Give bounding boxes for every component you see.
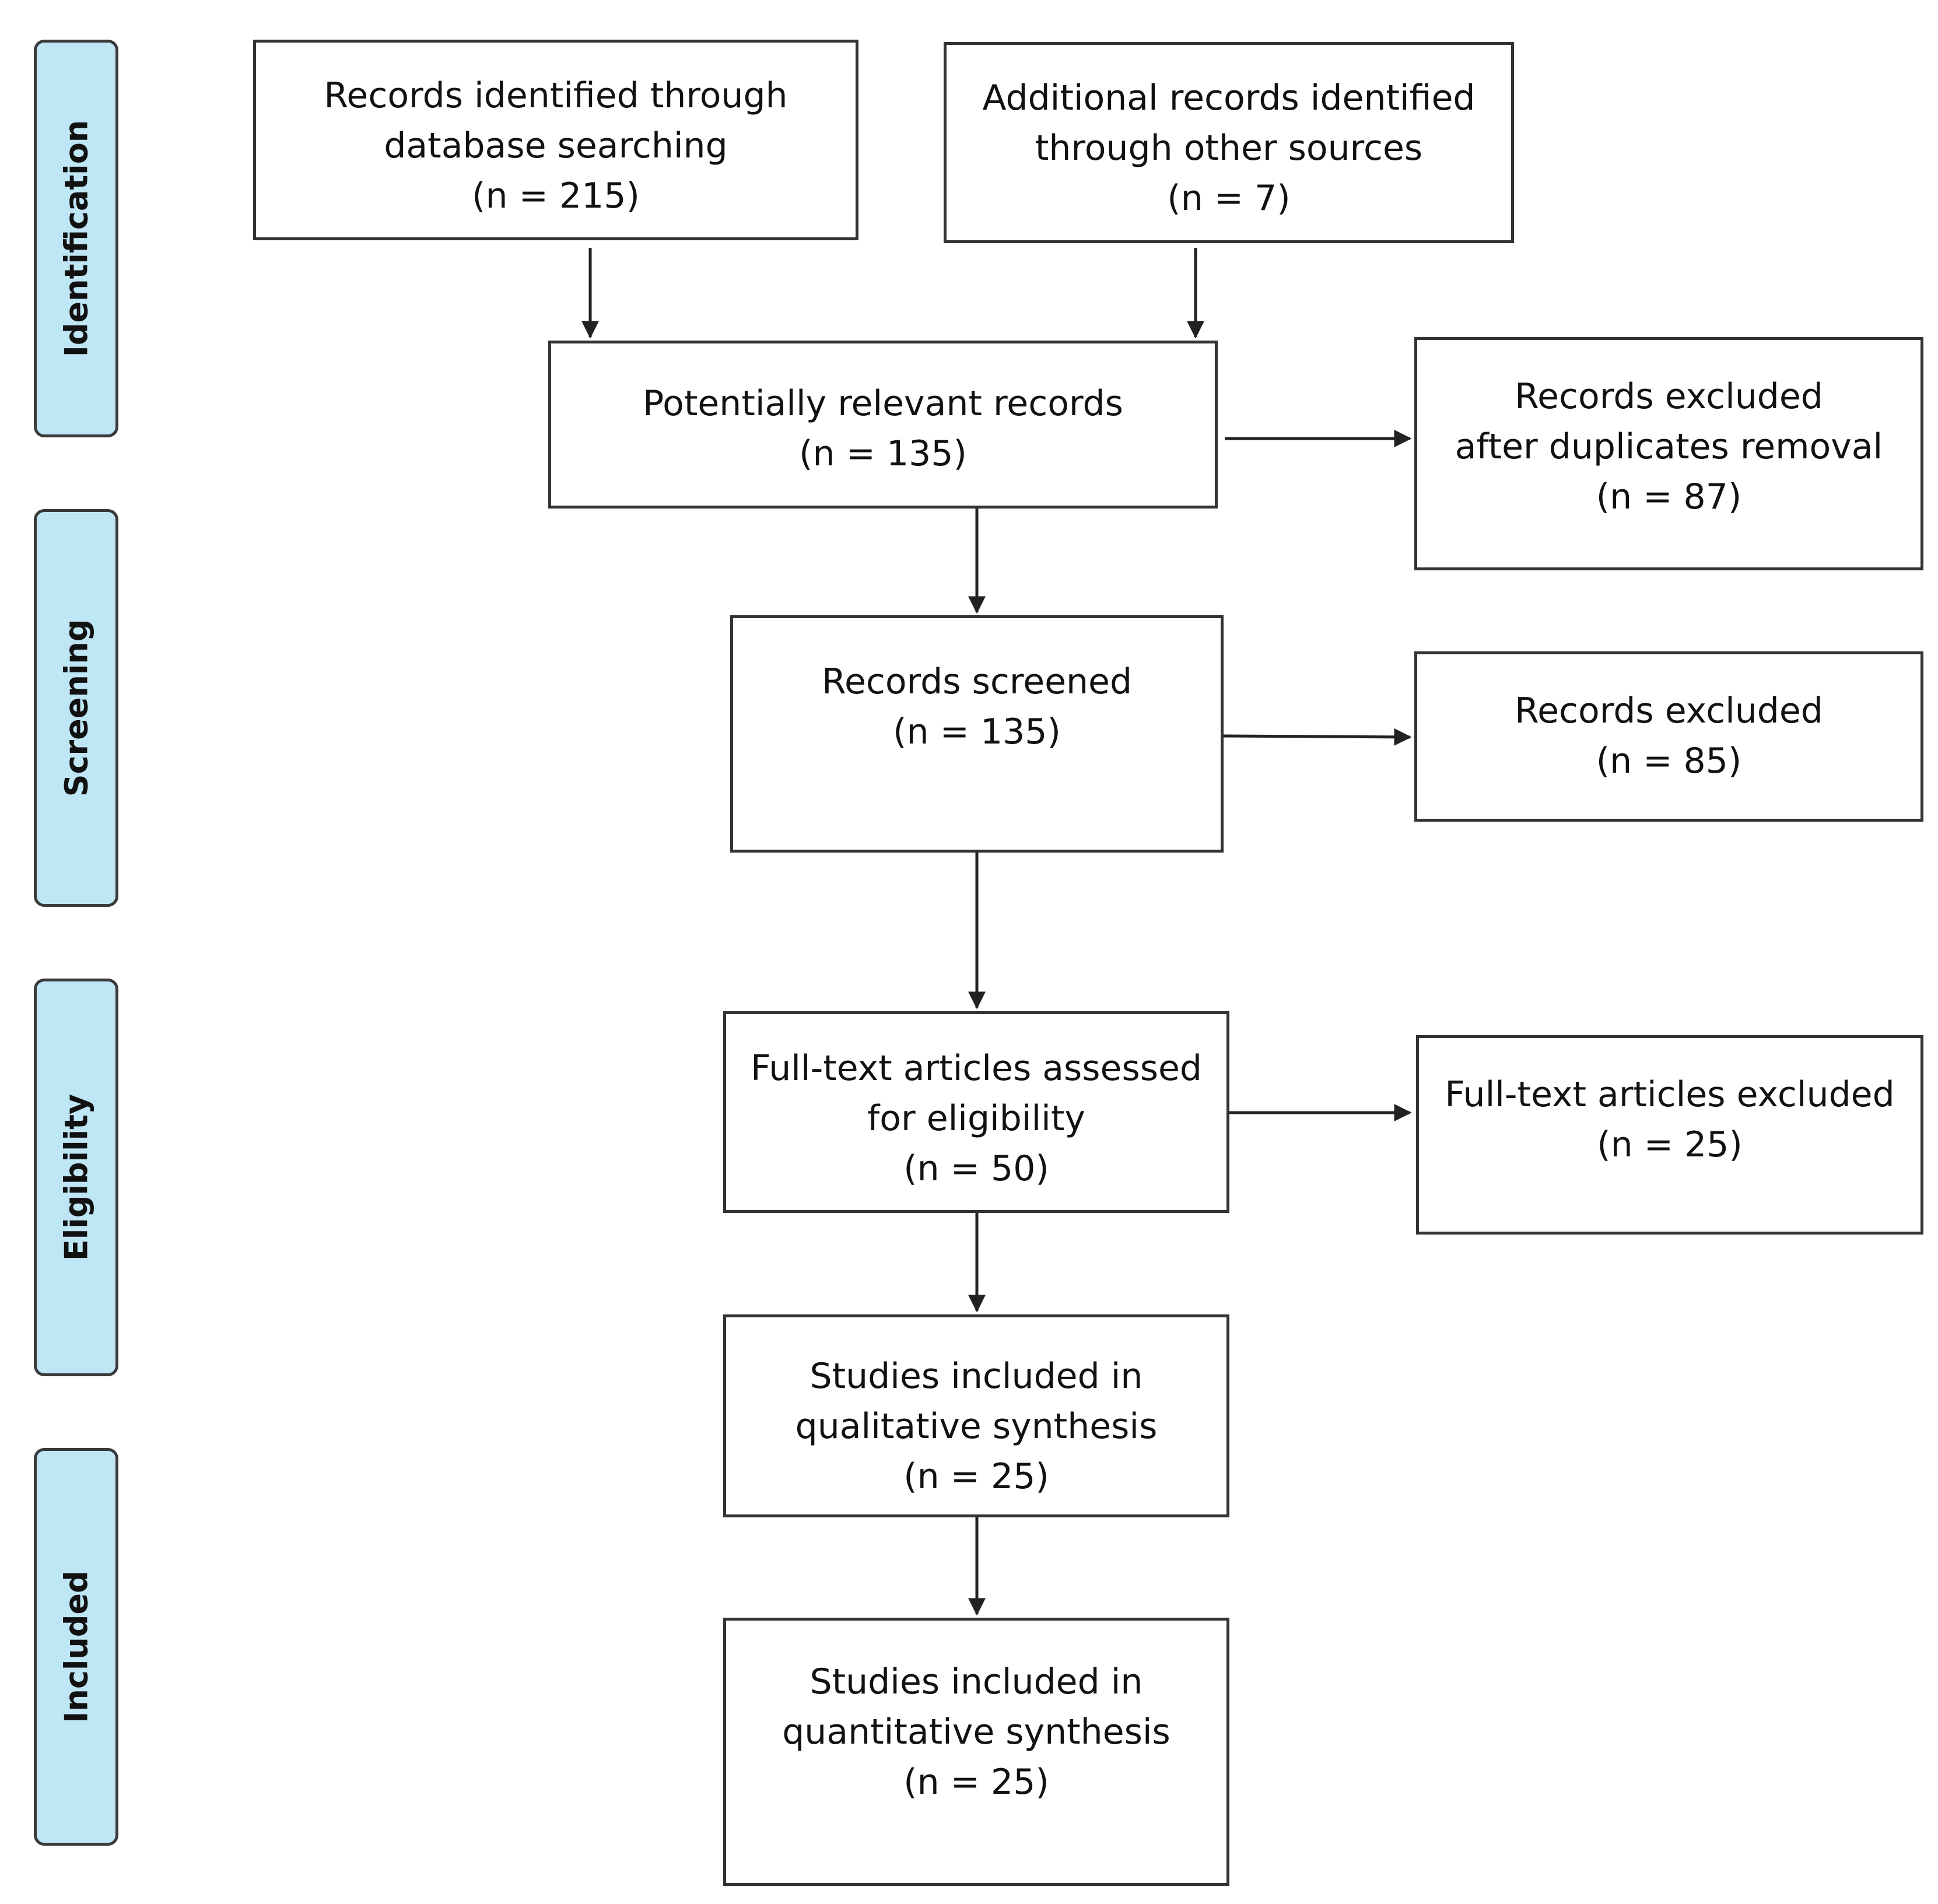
box-title: Records excluded [1515, 376, 1823, 417]
box-records-excluded: Records excluded (n = 85) [1414, 651, 1923, 822]
box-fulltext-excluded: Full-text articles excluded (n = 25) [1416, 1035, 1923, 1235]
box-count: (n = 50) [903, 1148, 1049, 1189]
stage-included-label: Included [58, 1570, 94, 1723]
box-count: (n = 25) [1597, 1124, 1743, 1165]
box-count: (n = 215) [472, 176, 640, 216]
stage-eligibility-label: Eligibility [58, 1093, 94, 1261]
box-title: Records screened [821, 661, 1133, 702]
box-count: (n = 7) [1167, 178, 1291, 219]
box-subtitle: after duplicates removal [1455, 426, 1883, 467]
box-count: (n = 25) [903, 1456, 1049, 1497]
box-potentially-relevant: Potentially relevant records (n = 135) [548, 341, 1218, 509]
stage-screening-label: Screening [58, 619, 94, 797]
box-subtitle: for eligibility [867, 1098, 1085, 1139]
box-count: (n = 135) [893, 711, 1061, 752]
box-fulltext-assessed: Full-text articles assessed for eligibil… [723, 1011, 1229, 1213]
box-quantitative-synthesis: Studies included in quantitative synthes… [723, 1618, 1229, 1886]
box-title: Additional records identified [982, 78, 1476, 118]
box-subtitle: qualitative synthesis [795, 1406, 1158, 1447]
stage-identification-label: Identification [58, 120, 94, 357]
stage-eligibility: Eligibility [34, 979, 118, 1376]
box-subtitle: through other sources [1035, 128, 1423, 169]
arrow-screened-to-excluded [1223, 728, 1412, 746]
box-title: Studies included in [809, 1356, 1143, 1397]
stage-screening: Screening [34, 509, 118, 907]
box-title: Records identified through [324, 75, 788, 116]
box-title: Records excluded [1515, 690, 1823, 731]
box-subtitle: quantitative synthesis [782, 1712, 1170, 1752]
box-other-sources: Additional records identified through ot… [944, 42, 1514, 243]
box-subtitle: database searching [384, 125, 728, 166]
box-qualitative-synthesis: Studies included in qualitative synthesi… [723, 1314, 1229, 1517]
box-records-screened: Records screened (n = 135) [730, 615, 1224, 853]
box-count: (n = 87) [1596, 476, 1742, 517]
box-title: Full-text articles excluded [1445, 1074, 1895, 1115]
box-title: Potentially relevant records [643, 383, 1123, 424]
box-count: (n = 135) [799, 433, 967, 474]
box-count: (n = 85) [1596, 741, 1742, 781]
box-duplicates-excluded: Records excluded after duplicates remova… [1414, 337, 1923, 570]
box-title: Studies included in [809, 1661, 1143, 1702]
box-database-search: Records identified through database sear… [253, 40, 858, 240]
box-count: (n = 25) [903, 1762, 1049, 1803]
box-title: Full-text articles assessed [751, 1048, 1202, 1089]
stage-included: Included [34, 1448, 118, 1846]
stage-identification: Identification [34, 40, 118, 437]
